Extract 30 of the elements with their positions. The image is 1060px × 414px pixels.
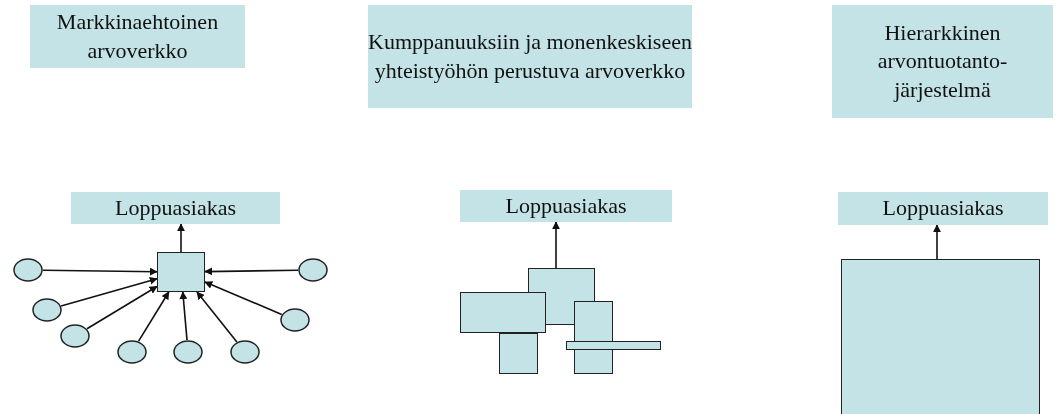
actor-ellipse (60, 324, 90, 348)
heading-box: Markkinaehtoinen arvoverkko (30, 5, 245, 68)
arrow (137, 291, 170, 342)
actor-rectangle (157, 252, 205, 292)
customer-box: Loppuasiakas (838, 192, 1048, 225)
arrow (177, 223, 185, 253)
heading-box: Kumppanuuksiin ja monenkeskiseen yhteistyöhön perustuva arvoverkko (368, 5, 692, 108)
actor-rectangle (499, 333, 538, 374)
arrow (42, 267, 158, 276)
arrow (933, 224, 941, 260)
arrow (179, 291, 188, 341)
arrow (552, 221, 560, 269)
heading-box: Hierarkkinen arvontuotanto-järjestelmä (832, 5, 1053, 118)
actor-rectangle (460, 292, 546, 333)
arrow (86, 285, 158, 330)
actor-ellipse (32, 298, 62, 322)
actor-ellipse (117, 340, 147, 364)
actor-ellipse (230, 340, 260, 364)
arrow (204, 281, 283, 316)
actor-ellipse (280, 308, 310, 332)
arrow (196, 291, 238, 343)
actor-ellipse (13, 258, 43, 282)
actor-rectangle (841, 259, 1040, 414)
arrow (60, 276, 158, 307)
actor-ellipse (173, 340, 203, 364)
customer-box: Loppuasiakas (460, 190, 672, 222)
actor-rectangle (566, 341, 661, 350)
customer-box: Loppuasiakas (71, 192, 280, 224)
actor-ellipse (298, 258, 328, 282)
arrow (204, 267, 299, 276)
